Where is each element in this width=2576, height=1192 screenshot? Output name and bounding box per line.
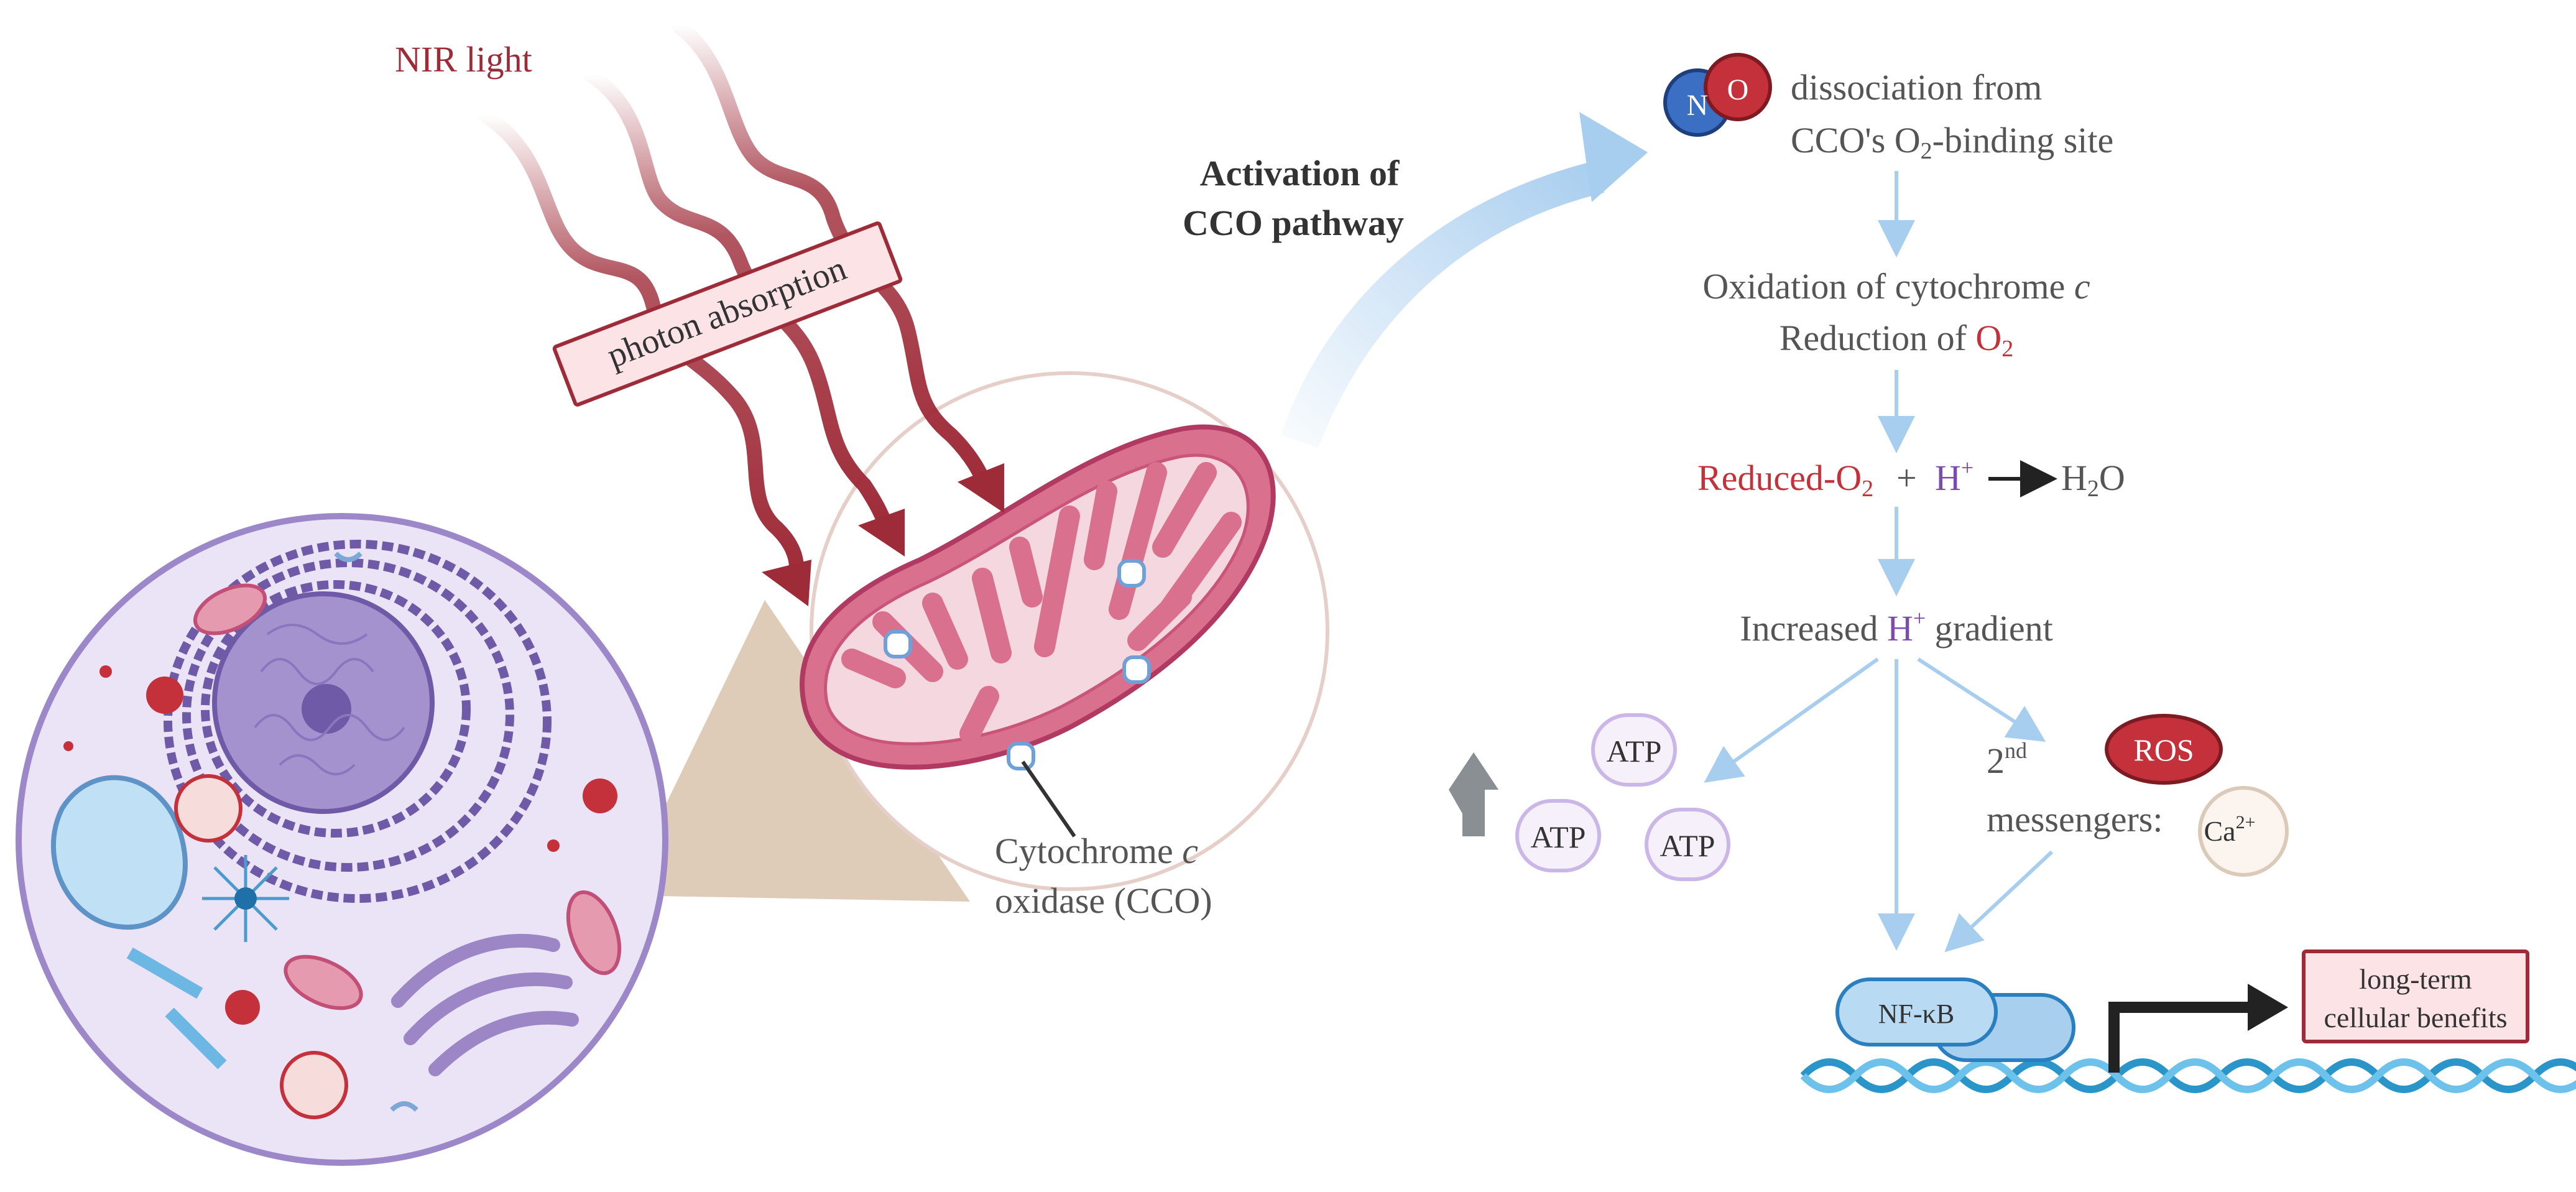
atp-molecule: ATP (1591, 713, 1677, 787)
up-arrow-shaft (1462, 783, 1485, 836)
second-messengers-label: messengers: (1987, 799, 2163, 839)
cco-pointer (1021, 760, 1076, 838)
nitric-oxide-icon: N O (1663, 53, 1772, 137)
pathway-label-line2: CCO pathway (1183, 203, 1404, 243)
atp-molecule: ATP (1645, 808, 1730, 881)
gradient-line: Increased H+ gradient (1740, 606, 2052, 649)
oxidation-line: Oxidation of cytochrome c (1702, 266, 2090, 307)
svg-text:ATP: ATP (1531, 820, 1586, 854)
svg-text:ATP: ATP (1607, 734, 1662, 769)
svg-text:cellular benefits: cellular benefits (2324, 1002, 2507, 1033)
cco-label-line2: oxidase (CCO) (995, 880, 1212, 921)
benefits-box: long-term cellular benefits (2302, 949, 2529, 1043)
zoom-cone (622, 600, 970, 902)
pathway-label-line1: Activation of (1200, 153, 1400, 193)
wave-arrowhead (762, 560, 811, 606)
plus-sign: + (1896, 458, 1917, 498)
reduced-o2-label: Reduced-O2 (1697, 458, 1873, 502)
wave-arrowhead (958, 463, 1004, 513)
svg-text:ATP: ATP (1660, 828, 1715, 863)
dna-helix-icon (1800, 1058, 2576, 1093)
cco-label-line1: Cytochrome c (995, 831, 1198, 871)
wave-arrowhead (858, 509, 905, 557)
calcium-badge: Ca2+ (2198, 786, 2289, 877)
dissociation-line1: dissociation from (1791, 67, 2042, 108)
flow-arrow-messengers (1917, 657, 2046, 742)
proton-label: H+ (1935, 455, 1974, 498)
atp-molecule: ATP (1515, 799, 1601, 872)
no-o-letter: O (1727, 73, 1749, 106)
dissociation-line2: CCO's O2-binding site (1791, 120, 2113, 164)
pathway-arrow (1281, 112, 1648, 448)
svg-text:Ca2+: Ca2+ (2204, 812, 2255, 847)
nfkb-label: NF-κB (1878, 999, 1954, 1029)
svg-text:long-term: long-term (2359, 963, 2472, 995)
mitochondrion-icon (800, 424, 1276, 838)
flow-arrow-ca (1944, 850, 2054, 953)
nir-label: NIR light (395, 39, 532, 80)
transcription-arrow (2108, 1002, 2254, 1073)
reduction-line: Reduction of O2 (1780, 318, 2014, 362)
nfkb-complex: NF-κB (1835, 977, 2075, 1062)
svg-text:ROS: ROS (2133, 732, 2194, 767)
second-messengers-ordinal: 2nd (1987, 738, 2027, 781)
water-label: H2O (2061, 458, 2125, 502)
ros-badge: ROS (2105, 714, 2223, 785)
cell-icon (16, 513, 668, 1166)
no-n-letter: N (1687, 89, 1709, 122)
flow-arrow-atp (1704, 657, 1879, 783)
